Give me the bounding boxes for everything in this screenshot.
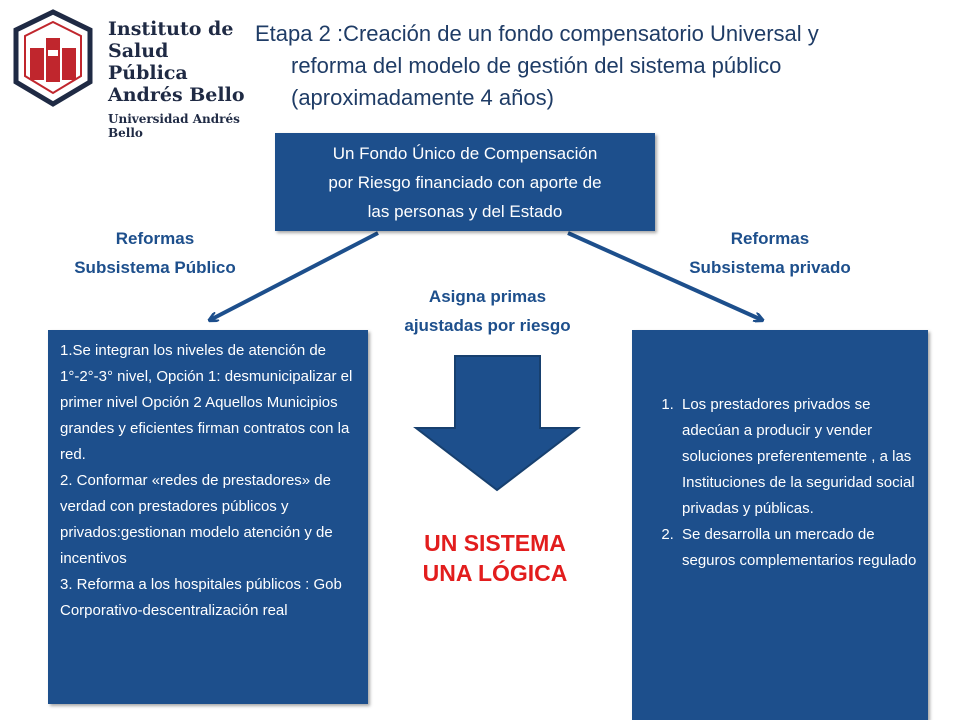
label-private-reforms: Reformas Subsistema privado — [665, 224, 875, 282]
private-list: Los prestadores privados se adecúan a pr… — [642, 392, 918, 574]
center-text-line-1: UN SISTEMA — [424, 530, 566, 556]
label-public-line-2: Subsistema Público — [74, 258, 236, 277]
label-private-line-2: Subsistema privado — [689, 258, 851, 277]
public-subsystem-box: 1.Se integran los niveles de atención de… — [48, 330, 368, 704]
label-risk-line-1: Asigna primas — [428, 287, 547, 306]
title-line-2: reforma del modelo de gestión del sistem… — [291, 53, 782, 78]
private-item-2: Se desarrolla un mercado de seguros comp… — [678, 522, 918, 574]
logo-emblem-icon — [13, 9, 93, 107]
label-public-reforms: Reformas Subsistema Público — [50, 224, 260, 282]
one-system-one-logic: UN SISTEMA UNA LÓGICA — [390, 528, 600, 588]
slide-title: Etapa 2 :Creación de un fondo compensato… — [255, 18, 915, 114]
public-item-3: 3. Reforma a los hospitales públicos : G… — [60, 576, 342, 619]
fund-box-line-2: por Riesgo financiado con aporte de — [328, 173, 602, 192]
label-risk-line-2: ajustadas por riesgo — [404, 316, 571, 335]
private-subsystem-box: Los prestadores privados se adecúan a pr… — [632, 330, 928, 720]
logo-line-3: Andrés Bello — [108, 84, 245, 106]
label-risk-premiums: Asigna primas ajustadas por riesgo — [375, 282, 600, 340]
logo-text: Instituto de Salud Pública Andrés Bello … — [108, 18, 253, 140]
label-private-line-1: Reformas — [730, 229, 810, 248]
fund-box: Un Fondo Único de Compensación por Riesg… — [275, 133, 655, 231]
down-block-arrow-icon — [413, 355, 581, 492]
arrow-right — [567, 231, 762, 320]
logo-line-1: Instituto de — [108, 18, 234, 40]
arrow-left — [210, 231, 379, 320]
logo-subtitle: Universidad Andrés Bello — [108, 112, 240, 140]
title-line-3: (aproximadamente 4 años) — [291, 85, 554, 110]
private-item-1: Los prestadores privados se adecúan a pr… — [678, 392, 918, 522]
public-item-1: 1.Se integran los niveles de atención de… — [60, 342, 353, 463]
fund-box-line-3: las personas y del Estado — [367, 202, 563, 221]
logo-line-2: Salud Pública — [108, 40, 188, 84]
fund-box-line-1: Un Fondo Único de Compensación — [332, 144, 598, 163]
institute-logo: Instituto de Salud Pública Andrés Bello … — [8, 8, 253, 140]
title-line-1: Etapa 2 :Creación de un fondo compensato… — [255, 21, 819, 46]
public-item-2: 2. Conformar «redes de prestadores» de v… — [60, 472, 333, 567]
center-text-line-2: UNA LÓGICA — [422, 560, 568, 586]
label-public-line-1: Reformas — [115, 229, 195, 248]
